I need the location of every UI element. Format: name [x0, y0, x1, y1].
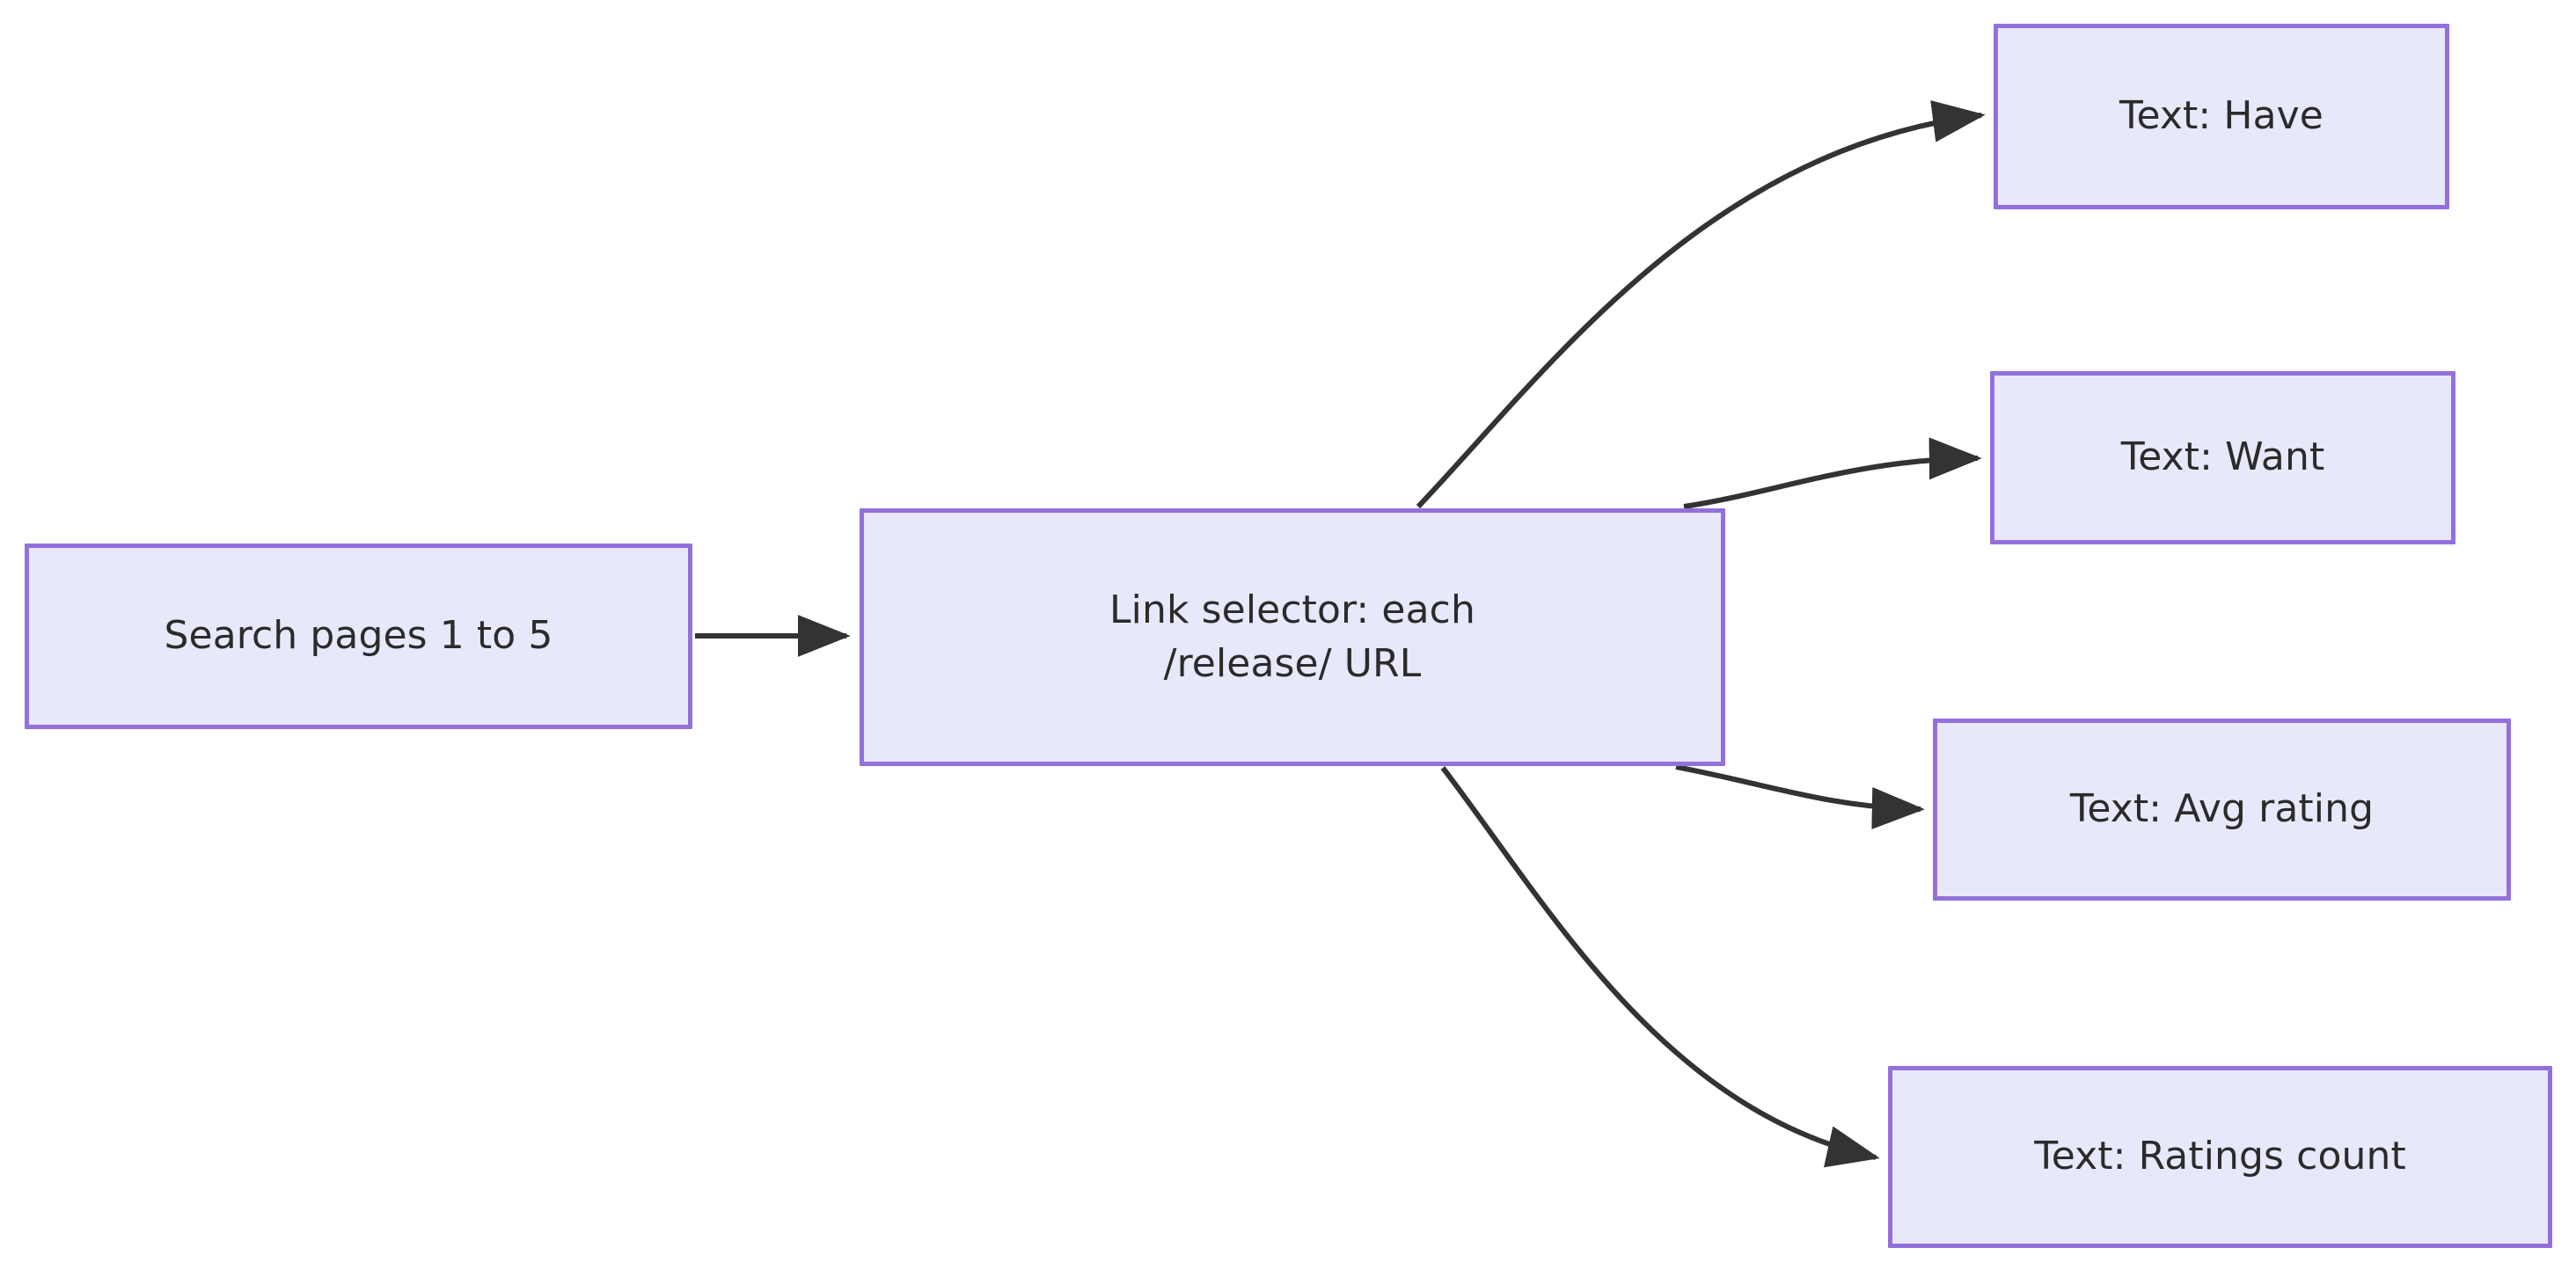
node-text-want-label: Text: Want: [2120, 434, 2325, 480]
node-text-have[interactable]: Text: Have: [1994, 24, 2449, 209]
node-text-ratings-count-label: Text: Ratings count: [2034, 1134, 2406, 1179]
edge-selector-to-have: [1416, 100, 1986, 509]
node-text-have-label: Text: Have: [2119, 93, 2324, 139]
node-search-pages-label: Search pages 1 to 5: [164, 613, 553, 659]
node-search-pages[interactable]: Search pages 1 to 5: [25, 544, 692, 729]
node-text-avg-rating-label: Text: Avg rating: [2069, 786, 2375, 832]
edge-selector-to-avg: [1675, 764, 1925, 829]
edge-selector-to-want: [1683, 437, 1982, 509]
edge-selector-to-ratings: [1440, 766, 1880, 1168]
node-link-selector[interactable]: Link selector: each /release/ URL: [860, 508, 1725, 766]
node-text-want[interactable]: Text: Want: [1990, 371, 2455, 544]
node-text-avg-rating[interactable]: Text: Avg rating: [1933, 719, 2511, 901]
node-link-selector-label: Link selector: each /release/ URL: [1109, 587, 1475, 686]
node-text-ratings-count[interactable]: Text: Ratings count: [1888, 1066, 2552, 1248]
